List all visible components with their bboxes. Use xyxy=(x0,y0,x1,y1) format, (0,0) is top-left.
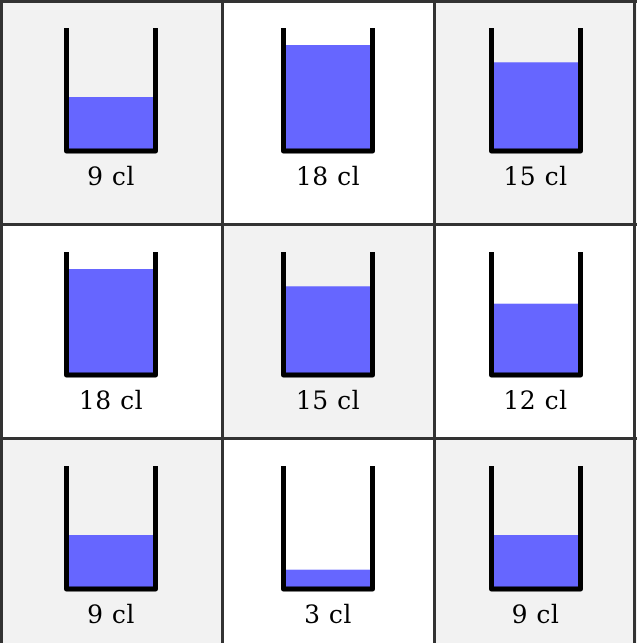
glass-icon xyxy=(489,466,583,592)
glass-volume-label: 15 cl xyxy=(222,386,434,415)
glass-cell[interactable]: 15 cl xyxy=(222,224,434,438)
glass-volume-label: 12 cl xyxy=(434,386,637,415)
glass-cell[interactable]: 9 cl xyxy=(0,438,222,643)
liquid-fill xyxy=(493,535,579,587)
grid-line-vertical xyxy=(0,0,3,643)
glass-volume-label: 18 cl xyxy=(222,162,434,191)
glass-icon xyxy=(281,466,375,592)
glass-volume-label: 18 cl xyxy=(0,386,222,415)
glass-icon xyxy=(64,466,158,592)
grid-line-vertical xyxy=(433,0,436,643)
glass-volume-label: 9 cl xyxy=(0,162,222,191)
glass-icon xyxy=(64,28,158,154)
liquid-fill xyxy=(68,535,154,587)
glass-volume-label: 3 cl xyxy=(222,600,434,629)
glass-cell[interactable]: 18 cl xyxy=(222,0,434,224)
grid-line-horizontal xyxy=(0,0,637,3)
liquid-fill xyxy=(285,570,371,587)
grid-line-horizontal xyxy=(0,437,637,440)
liquid-fill xyxy=(493,62,579,149)
liquid-fill xyxy=(285,45,371,149)
glass-cell[interactable]: 3 cl xyxy=(222,438,434,643)
glass-cell[interactable]: 9 cl xyxy=(0,0,222,224)
glass-cell[interactable]: 18 cl xyxy=(0,224,222,438)
grid-line-horizontal xyxy=(0,223,637,226)
liquid-fill xyxy=(68,269,154,373)
glass-cell[interactable]: 9 cl xyxy=(434,438,637,643)
glass-volume-label: 9 cl xyxy=(434,600,637,629)
glass-icon xyxy=(489,252,583,378)
glass-icon xyxy=(64,252,158,378)
liquid-fill xyxy=(68,97,154,149)
glass-cell[interactable]: 15 cl xyxy=(434,0,637,224)
grid-line-vertical xyxy=(633,0,636,643)
glass-volume-label: 9 cl xyxy=(0,600,222,629)
grid-line-vertical xyxy=(221,0,224,643)
liquid-fill xyxy=(285,286,371,373)
liquid-fill xyxy=(493,304,579,373)
glass-icon xyxy=(489,28,583,154)
glass-icon xyxy=(281,28,375,154)
glass-volume-label: 15 cl xyxy=(434,162,637,191)
glass-icon xyxy=(281,252,375,378)
glass-cell[interactable]: 12 cl xyxy=(434,224,637,438)
